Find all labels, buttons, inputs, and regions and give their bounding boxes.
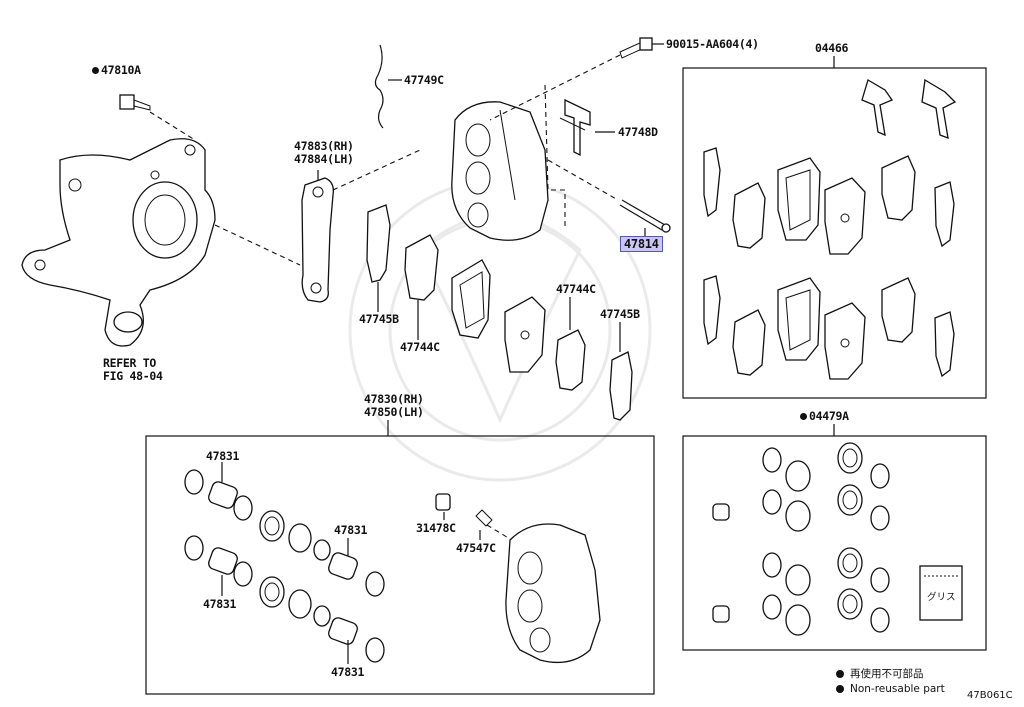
label-47831-c: 47831: [203, 597, 237, 611]
caliper-body-upper: [451, 101, 549, 241]
non-reusable-dot: [92, 67, 99, 74]
label-47745b-left: 47745B: [359, 312, 399, 326]
caliper-assy-box: [145, 435, 655, 695]
label-47749c: 47749C: [404, 73, 444, 87]
label-31478c: 31478C: [416, 521, 456, 535]
pad-kit-contents: [703, 78, 957, 380]
legend-non-reusable-jp: 再使用不可部品: [836, 666, 924, 681]
figure-code: 47B061C: [967, 690, 1013, 701]
caliper-assy-components: [184, 462, 601, 664]
label-47814-highlighted[interactable]: 47814: [620, 236, 663, 252]
label-fig-48-04[interactable]: FIG 48-04: [103, 369, 163, 383]
label-47831-d: 47831: [331, 665, 365, 679]
bolt-47810a: [119, 94, 196, 141]
brake-pad-center: [451, 259, 491, 339]
label-47830: 47830(RH): [364, 392, 424, 406]
pad-shim-47745b-right: [609, 322, 633, 421]
non-reusable-dot: [800, 413, 807, 420]
label-47831-a: 47831: [206, 449, 240, 463]
pad-shim-47744c-left: [404, 234, 439, 340]
legend-dot: [836, 685, 844, 693]
label-47850: 47850(LH): [364, 405, 424, 419]
pad-shim-47745b-left: [366, 204, 391, 312]
pad-shim-47744c-right: [555, 297, 586, 391]
label-47748d: 47748D: [618, 125, 658, 139]
pad-clip-47748d: [559, 98, 615, 157]
brake-pad-center-2: [504, 296, 546, 373]
legend-non-reusable-en: Non-reusable part: [836, 683, 945, 695]
seal-kit-contents: [712, 442, 963, 636]
grease-label: グリス: [927, 592, 956, 603]
label-47884: 47884(LH): [294, 152, 354, 166]
label-47883: 47883(RH): [294, 139, 354, 153]
label-47831-b: 47831: [334, 523, 368, 537]
bolt-90015: [489, 37, 664, 121]
anti-rattle-spring-47749c: [374, 44, 402, 129]
label-47810a: 47810A: [92, 64, 141, 76]
grease-packet: [919, 565, 963, 621]
caliper-bracket: [301, 177, 334, 303]
label-47744c-right: 47744C: [556, 282, 596, 296]
legend-dot: [836, 670, 844, 678]
label-90015-aa604: 90015-AA604(4): [666, 37, 759, 51]
label-refer-to: REFER TO: [103, 356, 156, 370]
label-04466: 04466: [815, 41, 849, 55]
label-47547c: 47547C: [456, 541, 496, 555]
label-04479a: 04479A: [800, 410, 849, 422]
label-47744c-left: 47744C: [400, 340, 440, 354]
steering-knuckle: [21, 138, 216, 347]
pad-pin-47814: [619, 199, 671, 236]
label-47745b-right: 47745B: [600, 307, 640, 321]
